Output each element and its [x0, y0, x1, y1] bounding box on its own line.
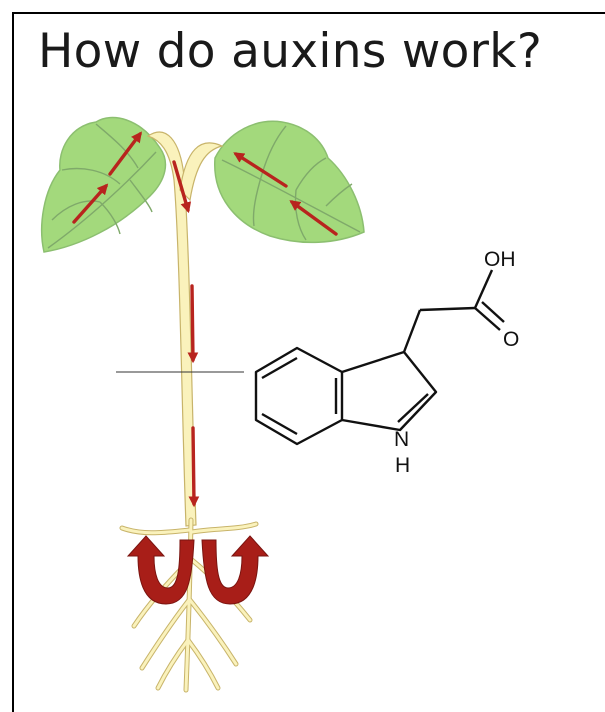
stem [146, 131, 224, 527]
benzene-ring [254, 346, 344, 446]
arrow-right-leaf-lower [289, 200, 338, 236]
slide-title: How do auxins work? [38, 24, 543, 79]
arrow-stem-lower [188, 426, 200, 508]
right-leaf [214, 120, 365, 244]
root-curl-arrow-right [201, 535, 270, 605]
nitrogen-label: N [394, 428, 409, 451]
left-leaf [41, 116, 167, 253]
root-curl-arrow-left [126, 535, 195, 605]
arrow-right-leaf-upper [233, 152, 288, 188]
molecule-labels: OH O N H [394, 248, 519, 477]
arrow-left-leaf-upper [108, 131, 142, 176]
arrow-stem-top [172, 160, 192, 214]
hydrogen-label: H [395, 454, 410, 477]
hydroxyl-label: OH [484, 248, 516, 271]
auxin-molecule [254, 269, 505, 446]
arrow-stem-upper [187, 284, 199, 364]
pyrrole-ring [341, 350, 438, 432]
transport-arrows [72, 131, 338, 508]
carbonyl-label: O [503, 328, 519, 351]
arrow-left-leaf-lower [72, 183, 109, 224]
